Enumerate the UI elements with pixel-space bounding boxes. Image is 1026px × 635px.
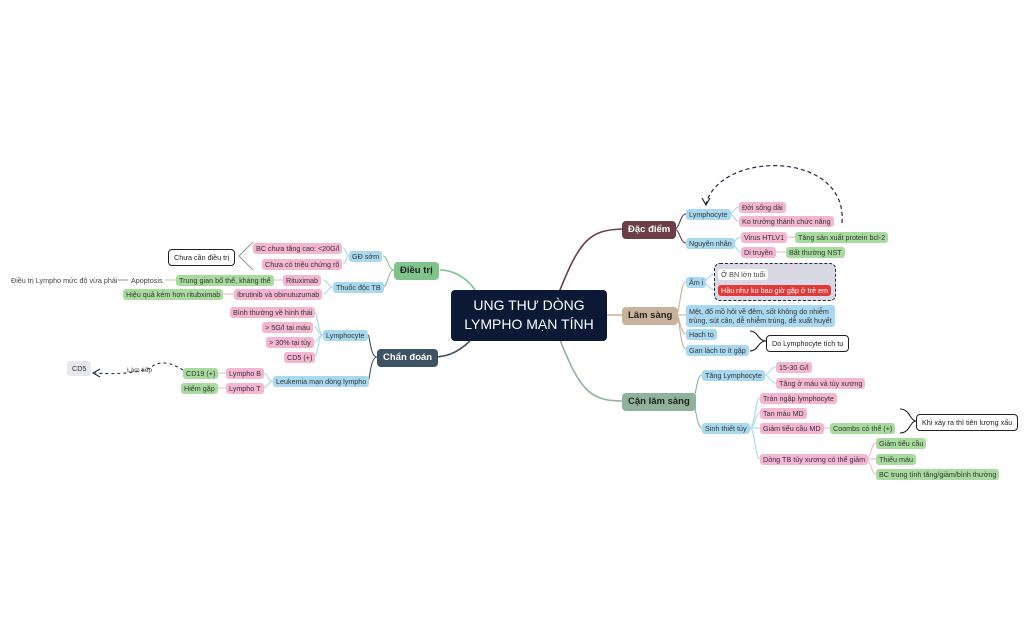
node-15-30[interactable]: 15-30 G/l [776, 362, 812, 374]
node-apoptosis[interactable]: Apoptosis [131, 276, 163, 285]
label-lam-tiep: Làm tiếp [127, 367, 152, 374]
node-cd5-plus[interactable]: CD5 (+) [284, 352, 316, 364]
node-tang-lympho[interactable]: Tăng Lymphocyte [702, 370, 765, 382]
node-lympho-t[interactable]: Lympho T [226, 383, 264, 395]
node-met-line1: Mệt, đổ mồ hôi về đêm, sốt không do nhiễ… [689, 307, 829, 316]
node-lympho-b[interactable]: Lympho B [226, 368, 265, 380]
node-giam-tieu-cau[interactable]: Giảm tiểu cầu [876, 438, 927, 450]
branch-dac-diem[interactable]: Đặc điểm [622, 221, 677, 239]
node-thieu-mau[interactable]: Thiếu máu [876, 454, 916, 466]
node-trung-gian[interactable]: Trung gian bổ thể, kháng thể [176, 275, 274, 287]
node-cd5-box[interactable]: CD5 [67, 361, 92, 377]
note-chua-can[interactable]: Chưa cần điều trị [168, 249, 236, 266]
node-leukemia[interactable]: Leukemia mạn dòng lympho [273, 376, 370, 388]
note-do-lympho[interactable]: Do Lymphocyte tích tụ [766, 335, 850, 352]
node-binh-thuong[interactable]: Bình thường về hình thái [230, 307, 316, 319]
node-tang-o-mau[interactable]: Tăng ở máu và tủy xương [776, 378, 866, 390]
node-dieu-tri-vua[interactable]: Điều trị Lympho mức độ vừa phải [11, 276, 118, 285]
node-hiem-gap[interactable]: Hiếm gặp [181, 383, 218, 395]
branch-lam-sang[interactable]: Lâm sàng [622, 307, 679, 325]
root-title-line1: UNG THƯ DÒNG [473, 297, 585, 313]
node-lymphocyte[interactable]: Lymphocyte [686, 209, 731, 221]
node-chua-co-trieu[interactable]: Chưa có triệu chứng rõ [262, 259, 343, 271]
node-gan-lach[interactable]: Gan lách to ít gặp [686, 345, 749, 357]
node-tran-ngap[interactable]: Tràn ngập lymphocyte [760, 393, 837, 405]
node-nguyen-nhan[interactable]: Nguyên nhân [686, 238, 735, 250]
node-ko-truong-thanh[interactable]: Ko trưởng thành chức năng [739, 216, 834, 228]
node-tang-san-xuat[interactable]: Tăng sản xuất protein bcl-2 [795, 232, 889, 244]
node-giam-tieu-cau-md[interactable]: Giảm tiểu cầu MD [760, 423, 824, 435]
node-rituximab[interactable]: Rituximab [283, 275, 321, 287]
node-cd-lymphocyte[interactable]: Lymphocyte [323, 330, 368, 342]
node-gt30[interactable]: > 30% tại tủy [266, 337, 314, 349]
node-coombs[interactable]: Coombs có thể (+) [830, 423, 896, 435]
node-met-line2: trùng, sút cân, dễ nhiễm trùng, dễ xuất … [689, 316, 832, 325]
branch-dieu-tri[interactable]: Điều trị [394, 262, 439, 280]
root-title-line2: LYMPHO MẠN TÍNH [464, 316, 594, 332]
node-gt5[interactable]: > 5G/l tại máu [262, 322, 313, 334]
node-cd19[interactable]: CD19 (+) [183, 368, 219, 380]
node-doi-song-dai[interactable]: Đời sống dài [739, 202, 786, 214]
node-virus[interactable]: Virus HTLV1 [741, 232, 788, 244]
note-khi-xay-ra[interactable]: Khi xảy ra thì tiên lượng xấu [916, 414, 1019, 431]
branch-can-lam-sang[interactable]: Cận lâm sàng [622, 393, 696, 411]
node-o-bn-lon-tuoi[interactable]: Ở BN lớn tuổi [718, 269, 769, 281]
node-bc-trung-tinh[interactable]: BC trung tính tăng/giảm/bình thường [876, 469, 1000, 481]
node-am-i[interactable]: Âm ỉ [686, 277, 707, 289]
node-hach-to[interactable]: Hạch to [686, 329, 717, 341]
node-hieu-qua[interactable]: Hiệu quả kém hơn ritubximab [123, 289, 224, 301]
node-bat-thuong[interactable]: Bất thường NST [786, 247, 845, 259]
branch-chan-doan[interactable]: Chẩn đoán [377, 349, 439, 367]
node-ibrutinib[interactable]: Ibrutinib và obinutuzumab [234, 289, 323, 301]
node-dong-tb[interactable]: Dòng TB tủy xương có thể giảm [760, 454, 869, 466]
node-di-truyen[interactable]: Di truyền [741, 247, 776, 259]
node-hau-nhu[interactable]: Hầu như ko bao giờ gặp ở trẻ em [718, 285, 831, 297]
node-tan-mau[interactable]: Tan máu MD [760, 408, 807, 420]
node-met[interactable]: Mệt, đổ mồ hôi về đêm, sốt không do nhiễ… [686, 305, 835, 327]
root-topic[interactable]: UNG THƯ DÒNG LYMPHO MẠN TÍNH [451, 290, 607, 341]
node-sinh-thiet[interactable]: Sinh thiết tủy [702, 423, 750, 435]
node-gd-som[interactable]: GĐ sớm [349, 251, 383, 263]
node-thuoc-doc[interactable]: Thuốc độc TB [333, 282, 384, 294]
node-bc-chua-tang[interactable]: BC chưa tăng cao: <20G/l [253, 243, 343, 255]
